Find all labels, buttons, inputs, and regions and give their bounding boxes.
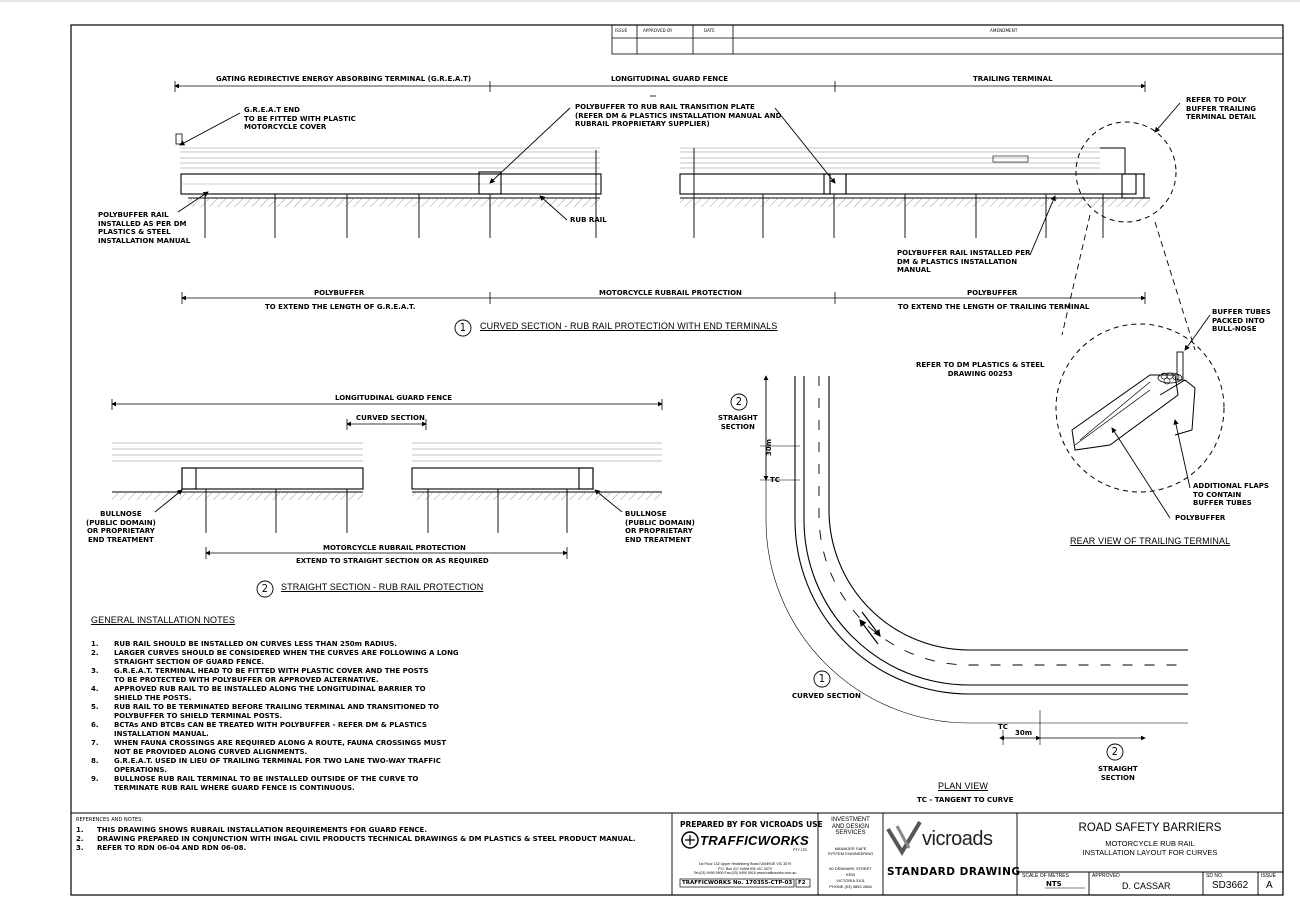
rear-view-title: REAR VIEW OF TRAILING TERMINAL [1070,536,1231,546]
dim-curved-section: CURVED SECTION [356,414,425,422]
trafficworks-address: 1st Floor 132 Upper Heidelberg Road IVAN… [693,862,797,875]
dim-great: GATING REDIRECTIVE ENERGY ABSORBING TERM… [216,75,472,83]
note-item: 1.RUB RAIL SHOULD BE INSTALLED ON CURVES… [91,640,397,648]
note-item: 7.WHEN FAUNA CROSSINGS ARE REQUIRED ALON… [91,739,447,756]
manager-label: MANAGER SAFE SYSTEM ENGINEERING [827,846,874,856]
curved-section-title: CURVED SECTION - RUB RAIL PROTECTION WIT… [480,321,778,331]
ref-item: 3.REFER TO RDN 06-04 AND RDN 06-08. [76,844,247,852]
plan-curved-label: CURVED SECTION [792,692,861,700]
trafficworks-rev: F2 [798,880,806,886]
plan-30m-vertical: 30m [765,438,773,456]
issue-label: ISSUE [1261,873,1277,879]
trailing-terminal-detail [1055,214,1225,519]
scale-label: SCALE OF METRES [1022,873,1069,879]
plan-view-subtitle: TC - TANGENT TO CURVE [917,796,1014,804]
amend-issue-header: ISSUE [615,29,628,34]
standard-drawing: STANDARD DRAWING [887,866,1021,878]
plan-straight2-label: STRAIGHT SECTION [1098,765,1138,782]
sd-label: SD NO. [1206,873,1224,879]
plan-straight2-number: 2 [1111,745,1119,758]
callout-great-end: G.R.E.A.T END TO BE FITTED WITH PLASTIC … [244,106,356,132]
ref-item: 1.THIS DRAWING SHOWS RUBRAIL INSTALLATIO… [76,826,428,834]
straight-section-number: 2 [261,582,269,595]
callout-additional-flaps: ADDITIONAL FLAPS TO CONTAIN BUFFER TUBES [1193,482,1269,508]
refs-heading: REFERENCES AND NOTES: [76,817,144,823]
dim-lgf: LONGITUDINAL GUARD FENCE [611,75,729,83]
amend-date-header: DATE [704,29,715,34]
plan-30m-horizontal: 30m [1015,729,1033,737]
note-item: 6.BCTAs AND BTCBs CAN BE TREATED WITH PO… [91,721,427,738]
dim-polybuffer-right: POLYBUFFER [967,289,1018,297]
plan-view-title: PLAN VIEW [938,781,988,791]
straight-elevation [111,399,663,598]
note-item: 3.G.R.E.A.T. TERMINAL HEAD TO BE FITTED … [91,667,429,684]
plan-view [730,375,1188,761]
dim-trailing: TRAILING TERMINAL [973,75,1053,83]
note-item: 2.LARGER CURVES SHOULD BE CONSIDERED WHE… [91,649,459,666]
amend-approved-header: APPROVED BY [643,29,673,34]
issue-value: A [1266,880,1273,891]
refer-dm-drawing: REFER TO DM PLASTICS & STEEL DRAWING 002… [916,361,1045,378]
note-item: 5.RUB RAIL TO BE TERMINATED BEFORE TRAIL… [91,703,439,720]
general-notes-heading: GENERAL INSTALLATION NOTES [91,615,235,625]
plan-tc-left: TC [770,476,780,484]
callout-transition-plate: POLYBUFFER TO RUB RAIL TRANSITION PLATE … [575,103,782,129]
dim-motorcycle-rubrail-straight: MOTORCYCLE RUBRAIL PROTECTION [323,544,466,552]
callout-refer-poly: REFER TO POLY BUFFER TRAILING TERMINAL D… [1186,96,1257,122]
callout-polybuffer-rail-per: POLYBUFFER RAIL INSTALLED PER DM & PLAST… [897,249,1031,275]
callout-polybuffer: POLYBUFFER [1175,514,1226,522]
curved-section-number: 1 [459,321,467,334]
amendment-table [611,24,1284,55]
general-notes-list: 1.RUB RAIL SHOULD BE INSTALLED ON CURVES… [91,640,471,793]
dim-motorcycle-rubrail: MOTORCYCLE RUBRAIL PROTECTION [599,289,742,297]
note-item: 9.BULLNOSE RUB RAIL TERMINAL TO BE INSTA… [91,775,419,792]
prepared-by: PREPARED BY FOR VICROADS USE [680,820,823,829]
dim-extend-straight: EXTEND TO STRAIGHT SECTION OR AS REQUIRE… [296,557,489,565]
callout-polybuffer-rail: POLYBUFFER RAIL INSTALLED AS PER DM PLAS… [98,211,191,245]
plan-curved-number: 1 [818,672,826,685]
ref-item: 2.DRAWING PREPARED IN CONJUNCTION WITH I… [76,835,636,843]
scale-value: NTS [1046,880,1062,888]
trafficworks-logo: TRAFFICWORKS [700,833,810,848]
trafficworks-pty: PTY LTD [793,848,808,852]
sd-value: SD3662 [1212,880,1249,891]
dim-lgf-straight: LONGITUDINAL GUARD FENCE [335,394,453,402]
dim-polybuffer-right-sub: TO EXTEND THE LENGTH OF TRAILING TERMINA… [898,303,1090,311]
ids-label: INVESTMENT AND DESIGN SERVICES [831,817,870,836]
callout-rub-rail: RUB RAIL [570,216,607,224]
title-block-lines [71,812,1283,895]
callout-buffer-tubes: BUFFER TUBES PACKED INTO BULL-NOSE [1212,308,1271,334]
plan-tc-bottom: TC [998,723,1008,731]
dim-polybuffer-left-sub: TO EXTEND THE LENGTH OF G.R.E.A.T. [265,303,416,311]
kew-address: 60 DENMARK STREET KEW VICTORIA 3101 PHON… [829,866,872,889]
note-item: 8.G.R.E.A.T. USED IN LIEU OF TRAILING TE… [91,757,441,774]
vicroads-logo: vicroads [922,828,993,850]
plan-straight-number: 2 [735,395,743,408]
approved-label: APPROVED [1092,873,1120,879]
approved-value: D. CASSAR [1122,881,1171,891]
note-item: 4.APPROVED RUB RAIL TO BE INSTALLED ALON… [91,685,426,702]
dim-polybuffer-left: POLYBUFFER [314,289,365,297]
callout-bullnose-right: BULLNOSE (PUBLIC DOMAIN) OR PROPRIETARY … [625,510,695,544]
trafficworks-number: TRAFFICWORKS No. 170355-CTP-03 [682,880,793,886]
plan-straight-label: STRAIGHT SECTION [718,414,758,431]
amend-amendment-header: AMENDMENT [990,29,1018,34]
sub-title: MOTORCYCLE RUB RAIL INSTALLATION LAYOUT … [1082,839,1218,857]
curved-elevation [174,81,1181,337]
main-title: ROAD SAFETY BARRIERS [1078,822,1222,834]
callout-bullnose-left: BULLNOSE (PUBLIC DOMAIN) OR PROPRIETARY … [86,510,156,544]
straight-section-title: STRAIGHT SECTION - RUB RAIL PROTECTION [281,582,484,592]
